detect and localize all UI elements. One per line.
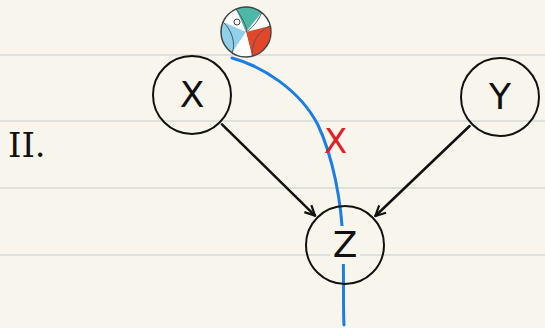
causal-arrow: [375, 126, 469, 216]
ruled-lines: [0, 55, 545, 255]
cross-mark: X: [324, 124, 347, 158]
ball-trajectory: [232, 58, 344, 325]
variable-circle: Y: [460, 57, 540, 137]
variable-circle: Z: [305, 205, 385, 285]
section-numeral: II.: [8, 128, 46, 162]
causal-arrow: [222, 124, 315, 215]
node-label: Y: [486, 78, 514, 116]
node-label: Z: [330, 226, 361, 264]
node-label: X: [177, 76, 208, 114]
beach-ball: [221, 7, 271, 57]
variable-circle: X: [152, 55, 232, 135]
